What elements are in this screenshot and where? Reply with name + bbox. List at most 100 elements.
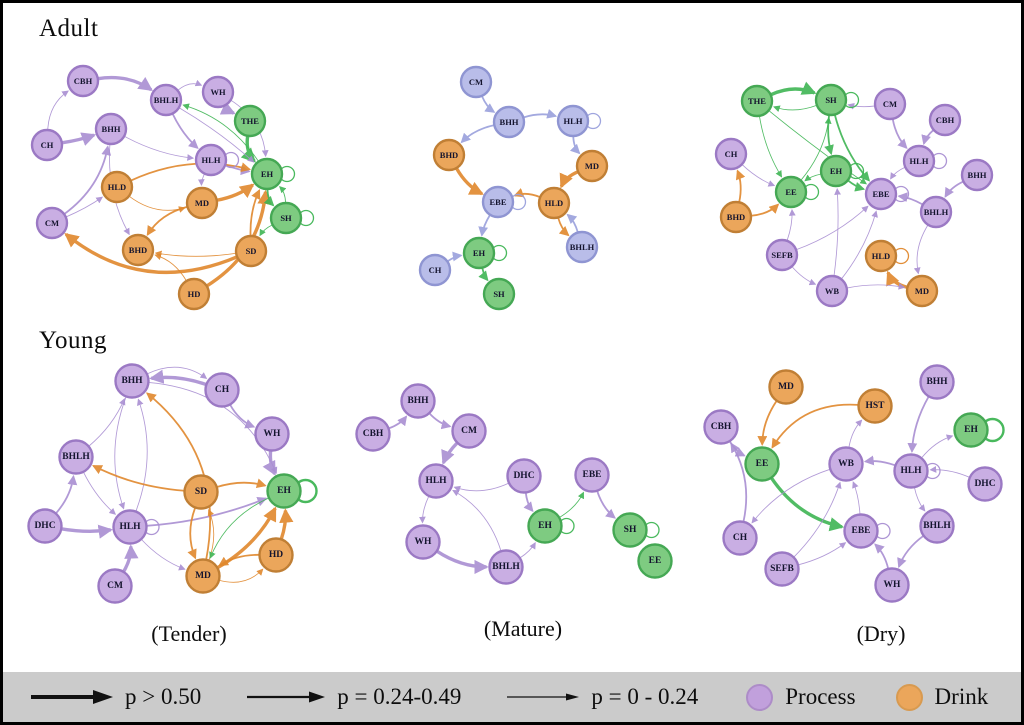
node-MD (185, 186, 219, 220)
row-label-young: Young (39, 327, 108, 354)
node-EBE (864, 177, 898, 211)
node-label-MD: MD (915, 286, 929, 296)
node-BHH (94, 112, 128, 146)
edge-BHLH-WH (897, 534, 925, 569)
node-label-BHH: BHH (102, 124, 121, 134)
node-label-EBE: EBE (872, 189, 889, 199)
node-HLH (893, 453, 929, 489)
node-label-CBH: CBH (936, 115, 955, 125)
edge-EH-EBE (847, 179, 866, 192)
node-label-SH: SH (825, 95, 837, 105)
edge-HLD-BHLH (557, 217, 570, 237)
node-HLD (100, 170, 134, 204)
node-EBE (481, 185, 515, 219)
node-HLH (902, 144, 936, 178)
edge-WH-EBE (874, 543, 890, 570)
node-label-SH: SH (624, 525, 637, 535)
node-label-CBH: CBH (711, 422, 732, 432)
node-WH (254, 416, 290, 452)
node-EE (774, 175, 808, 209)
medium-arrow-icon (247, 691, 326, 703)
edge-THE-EBE (768, 110, 868, 185)
node-EBE (843, 513, 879, 549)
legend-band: p > 0.50 p = 0.24-0.49 p = 0 - 0.24 Proc… (3, 672, 1021, 722)
node-HLD (864, 239, 898, 273)
edge-BHH-HLH (907, 395, 930, 454)
node-EH (527, 508, 563, 544)
edge-HLH-EH (146, 496, 268, 527)
node-label-BHH: BHH (121, 376, 143, 386)
node-DHC (27, 508, 63, 544)
edge-BHLH-HLH (82, 471, 117, 515)
node-BHLH (58, 439, 94, 475)
edge-DHC-HLH (60, 524, 113, 539)
node-HST (857, 388, 893, 424)
node-label-HLH: HLH (910, 156, 929, 166)
edge-HLH-WB (863, 455, 896, 467)
edge-HD-BHD (154, 253, 187, 282)
legend-label: Process (785, 684, 856, 709)
node-label-EH: EH (261, 169, 274, 179)
edge-BHLH-EH (519, 541, 536, 559)
node-HD (258, 537, 294, 573)
node-label-WB: WB (825, 286, 840, 296)
node-MD (575, 149, 609, 183)
node-label-WH: WH (415, 537, 433, 547)
node-EH (819, 154, 853, 188)
node-SEFB (765, 238, 799, 272)
edge-WB-CH (751, 468, 831, 524)
node-HD (177, 277, 211, 311)
node-BHH (919, 364, 955, 400)
edge-DHC-HLH (453, 482, 510, 493)
node-label-HLH: HLH (119, 522, 141, 532)
node-label-HLD: HLD (872, 251, 890, 261)
edge-EBE-WB (852, 481, 861, 515)
row-label-adult: Adult (39, 15, 99, 42)
edge-THE-EE (758, 115, 783, 178)
node-label-EBE: EBE (851, 526, 870, 536)
edge-CM-HLD (65, 196, 104, 218)
edge-MD-HLD (559, 170, 579, 189)
edge-WB-HST (848, 419, 863, 448)
node-label-DHC: DHC (974, 479, 995, 489)
node-label-BHLH: BHLH (924, 207, 949, 217)
edge-EH-SH (478, 267, 489, 282)
edge-SD-MD (187, 507, 197, 560)
edge-WB-EH (833, 187, 841, 277)
edge-DHC-EH (523, 492, 534, 513)
node-label-BHD: BHD (727, 212, 745, 222)
edge-SD-CM (64, 232, 238, 274)
edge-CH-CBH (47, 90, 69, 131)
node-BHH (114, 363, 150, 399)
node-MD (905, 274, 939, 308)
node-CM (873, 87, 907, 121)
node-label-CH: CH (733, 533, 748, 543)
node-label-CM: CM (461, 426, 477, 436)
edge-WH-BHLH (435, 549, 489, 575)
edge-CM-HLH (441, 441, 459, 465)
edge-SD-EH (249, 188, 261, 237)
edge-HLH-EBE (890, 166, 906, 180)
node-label-HST: HST (865, 401, 885, 411)
edge-EH-EE (804, 173, 822, 182)
node-SH (814, 83, 848, 117)
edge-EBE-SH (596, 490, 616, 519)
node-label-CBH: CBH (74, 76, 93, 86)
node-CH (714, 137, 748, 171)
edge-SEFB-EBE (797, 542, 847, 566)
edge-MD-BHH (145, 392, 212, 560)
legend-item-drink: Drink (895, 683, 988, 711)
node-label-EH: EH (473, 248, 486, 258)
node-label-EE: EE (785, 187, 797, 197)
node-EE (744, 446, 780, 482)
edge-SH-EBE (833, 114, 871, 182)
node-label-WH: WH (884, 580, 902, 590)
node-BHD (432, 138, 466, 172)
node-label-HLH: HLH (564, 116, 583, 126)
edge-BHLH-EH (178, 107, 255, 163)
process-node-icon (746, 683, 774, 711)
node-label-CM: CM (883, 99, 897, 109)
node-EH (953, 412, 989, 448)
